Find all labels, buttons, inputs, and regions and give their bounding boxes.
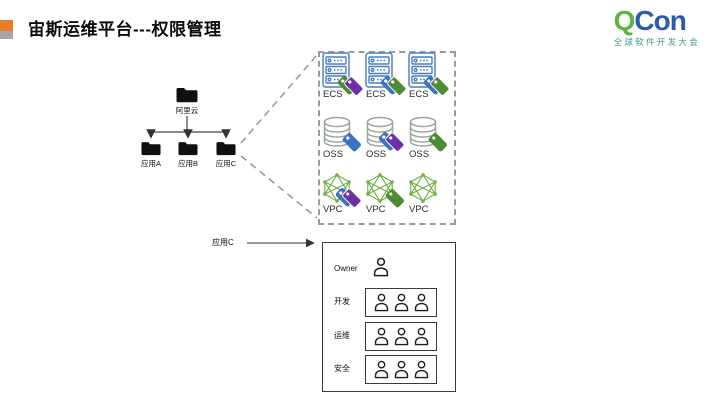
- qcon-logo-subtitle: 全球软件开发大会: [613, 37, 700, 47]
- person-icon: [374, 327, 388, 346]
- tag-icon: [385, 189, 404, 208]
- tag-icon: [381, 76, 407, 96]
- tag-icon: [338, 76, 364, 96]
- resource-label: VPC: [409, 204, 429, 215]
- person-icon: [394, 293, 408, 312]
- resource-cell: OSS: [321, 116, 367, 172]
- resource-label: OSS: [323, 149, 344, 160]
- tag-icon: [336, 188, 362, 208]
- permission-panel: Owner 开发 运维 安全: [322, 242, 456, 392]
- person-icon: [373, 257, 389, 277]
- server-icon: [322, 52, 350, 88]
- folder-icon: [141, 142, 161, 156]
- resource-label: ECS: [409, 89, 429, 100]
- qcon-logo: QCon 全球软件开发大会: [614, 7, 700, 47]
- tag-icon: [424, 76, 450, 96]
- tag-icon: [342, 133, 361, 152]
- ops-group-label: 运维: [334, 331, 350, 340]
- tag-icon: [428, 133, 447, 152]
- resource-label: ECS: [323, 89, 343, 100]
- dev-group-box: [365, 288, 437, 317]
- folder-icon: [176, 87, 198, 103]
- server-icon: [365, 52, 393, 88]
- qcon-logo-text: QCon: [614, 7, 700, 35]
- security-group-label: 安全: [334, 364, 350, 373]
- person-icon: [414, 327, 428, 346]
- resource-cell: ECS: [321, 52, 367, 108]
- app-c-label: 应用C: [215, 159, 237, 168]
- qcon-logo-con: Con: [634, 5, 686, 36]
- resource-label: OSS: [366, 149, 387, 160]
- person-icon: [414, 293, 428, 312]
- resource-label: VPC: [366, 204, 386, 215]
- dev-group-label: 开发: [334, 297, 350, 306]
- resource-label: OSS: [409, 149, 430, 160]
- app-b-label: 应用B: [177, 159, 198, 168]
- accent-bar-orange: [0, 20, 13, 31]
- resource-cell: VPC: [321, 173, 367, 229]
- resource-label: ECS: [366, 89, 386, 100]
- resource-cell: OSS: [364, 116, 410, 172]
- folder-icon: [178, 142, 198, 156]
- app-a-label: 应用A: [140, 159, 161, 168]
- resource-cell: VPC: [407, 173, 453, 229]
- person-icon: [394, 360, 408, 379]
- qcon-logo-q: Q: [613, 5, 636, 36]
- root-folder-label: 阿里云: [175, 106, 199, 115]
- folder-icon: [216, 142, 236, 156]
- resource-cell: OSS: [407, 116, 453, 172]
- page-title: 宙斯运维平台---权限管理: [28, 20, 222, 39]
- accent-bar-gray: [0, 31, 13, 39]
- resource-cell: VPC: [364, 173, 410, 229]
- person-icon: [374, 360, 388, 379]
- resource-cell: ECS: [364, 52, 410, 108]
- owner-label: Owner: [334, 264, 358, 273]
- resource-zone: [318, 51, 456, 225]
- person-icon: [414, 360, 428, 379]
- resource-cell: ECS: [407, 52, 453, 108]
- network-icon: [409, 173, 437, 203]
- permission-source-label: 应用C: [212, 238, 234, 247]
- person-icon: [394, 327, 408, 346]
- person-icon: [374, 293, 388, 312]
- security-group-box: [365, 355, 437, 384]
- ops-group-box: [365, 322, 437, 351]
- tag-icon: [379, 132, 405, 152]
- resource-label: VPC: [323, 204, 343, 215]
